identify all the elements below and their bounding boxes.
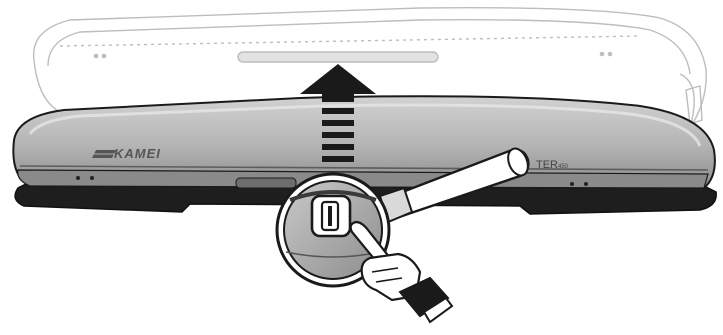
rivet-icon <box>90 176 94 180</box>
brand-text: KAMEI <box>114 146 161 161</box>
rivet-icon <box>570 182 574 186</box>
rivet-icon <box>76 176 80 180</box>
rivet-icon <box>584 182 588 186</box>
lock-recess <box>236 178 296 188</box>
lock-icon <box>312 196 350 236</box>
model-text: TER <box>536 159 558 171</box>
model-suffix-text: 450 <box>558 164 569 170</box>
pointing-hand-icon <box>351 222 452 322</box>
